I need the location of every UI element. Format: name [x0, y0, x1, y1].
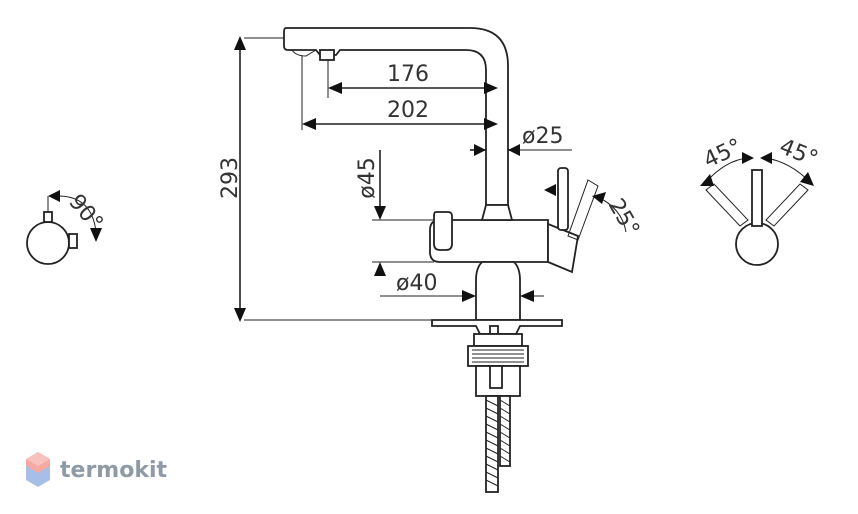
swing-right-label: 45°: [776, 134, 822, 172]
top-view: 45° 45°: [700, 134, 822, 266]
body-diameter-label: ø45: [355, 157, 380, 198]
lever-angle-label: 25°: [603, 195, 644, 241]
side-body-circle: [26, 221, 70, 265]
lever-tilted: [567, 179, 599, 241]
reach-202-label: 202: [387, 98, 429, 123]
mount-thread: [467, 345, 529, 367]
spray-head: [319, 49, 335, 61]
faucet-main-view: [283, 27, 599, 493]
mount-nut: [473, 333, 523, 347]
dimension-height: 293: [218, 36, 432, 322]
left-knob: [433, 211, 453, 251]
aerator: [291, 49, 317, 57]
dimension-reach-176: 176: [327, 60, 498, 98]
reach-176-label: 176: [387, 62, 429, 87]
side-knob: [68, 233, 78, 249]
plate-screw: [489, 325, 499, 335]
spout-diameter-label: ø25: [522, 124, 563, 149]
height-label: 293: [218, 157, 243, 199]
lever-upright: [557, 167, 569, 231]
side-view: 90°: [26, 190, 108, 265]
top-lever-left: [705, 183, 749, 227]
termokit-logo: termokit: [26, 452, 167, 487]
logo-text: termokit: [60, 458, 167, 483]
dimension-base-diameter: ø40: [380, 271, 544, 302]
hose-right: [499, 395, 511, 467]
dimension-reach-202: 202: [301, 56, 498, 130]
lever-block: [547, 222, 580, 274]
top-lever-center: [751, 169, 763, 227]
spout-collar: [480, 204, 514, 221]
top-body-circle: [735, 222, 779, 266]
top-lever-right: [765, 183, 809, 227]
logo-hex-icon: [26, 452, 50, 487]
base-cylinder: [475, 261, 521, 321]
swing-left-label: 45°: [700, 134, 746, 173]
dimension-spout-diameter: ø25: [470, 124, 572, 156]
spout: [283, 27, 509, 206]
dimension-body-diameter: ø45: [355, 150, 434, 276]
base-diameter-label: ø40: [396, 271, 437, 296]
side-rotation-arc: [57, 195, 97, 233]
side-stem: [43, 211, 53, 223]
